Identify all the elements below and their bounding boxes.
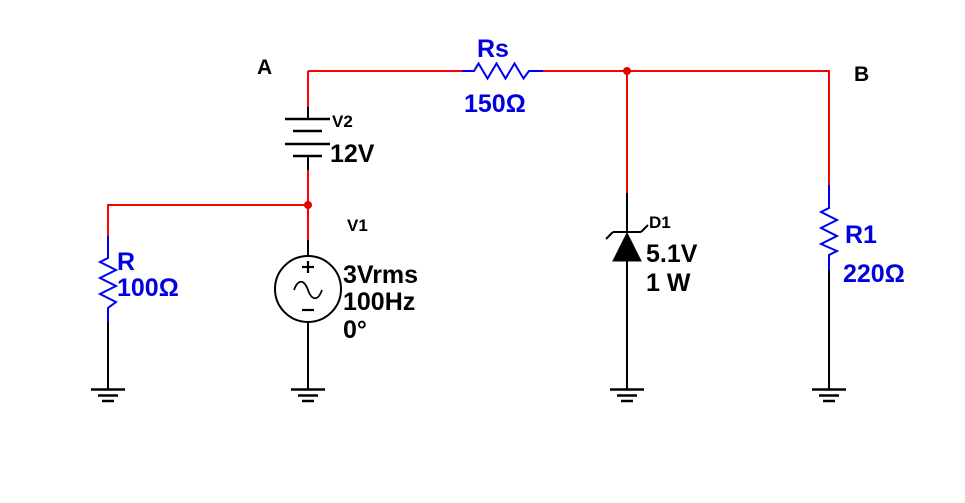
resistor-rs-zigzag[interactable]	[462, 61, 543, 81]
resistor-r-zigzag[interactable]	[97, 236, 119, 322]
ref-label-r1[interactable]: R1	[845, 221, 877, 249]
junction-dot-top	[623, 67, 631, 75]
sine-wave-icon	[293, 280, 323, 300]
zener-diode-d1[interactable]: D1 5.1V 1 W	[605, 213, 698, 297]
value-label-d1-power[interactable]: 1 W	[646, 269, 691, 297]
value-label-r[interactable]: 100Ω	[117, 274, 179, 302]
ac-source-v1[interactable]: V1 3Vrms 100Hz 0°	[274, 216, 418, 344]
zener-bar-right-wing	[640, 224, 649, 233]
zener-bar-left-wing	[605, 231, 614, 240]
resistor-r[interactable]: R 100Ω	[97, 236, 179, 322]
value-label-v2[interactable]: 12V	[330, 140, 375, 168]
value-label-v1-phase[interactable]: 0°	[343, 316, 367, 344]
ref-label-r[interactable]: R	[117, 248, 135, 276]
value-label-v1-freq[interactable]: 100Hz	[343, 288, 415, 316]
ref-label-v1[interactable]: V1	[347, 216, 368, 235]
value-label-r1[interactable]: 220Ω	[843, 260, 905, 288]
ref-label-rs[interactable]: Rs	[477, 35, 509, 63]
resistor-r1[interactable]: R1 220Ω	[818, 185, 905, 288]
battery-v2[interactable]: V2 12V	[285, 112, 375, 168]
ground-symbol-v1[interactable]	[291, 388, 325, 403]
node-label-a[interactable]: A	[257, 56, 272, 79]
node-label-b[interactable]: B	[854, 63, 869, 86]
zener-triangle	[612, 231, 642, 262]
ref-label-v2[interactable]: V2	[332, 112, 353, 131]
value-label-v1-vrms[interactable]: 3Vrms	[343, 261, 418, 289]
value-label-rs[interactable]: 150Ω	[464, 90, 526, 118]
ground-symbol-d1[interactable]	[610, 388, 644, 403]
ground-symbol-r[interactable]	[91, 388, 125, 403]
ground-symbol-r1[interactable]	[812, 388, 846, 403]
resistor-r1-zigzag[interactable]	[818, 185, 840, 270]
junction-dot-left	[304, 201, 312, 209]
ref-label-d1[interactable]: D1	[649, 213, 671, 232]
value-label-d1-voltage[interactable]: 5.1V	[646, 240, 698, 268]
resistor-rs[interactable]: Rs 150Ω	[462, 35, 543, 118]
